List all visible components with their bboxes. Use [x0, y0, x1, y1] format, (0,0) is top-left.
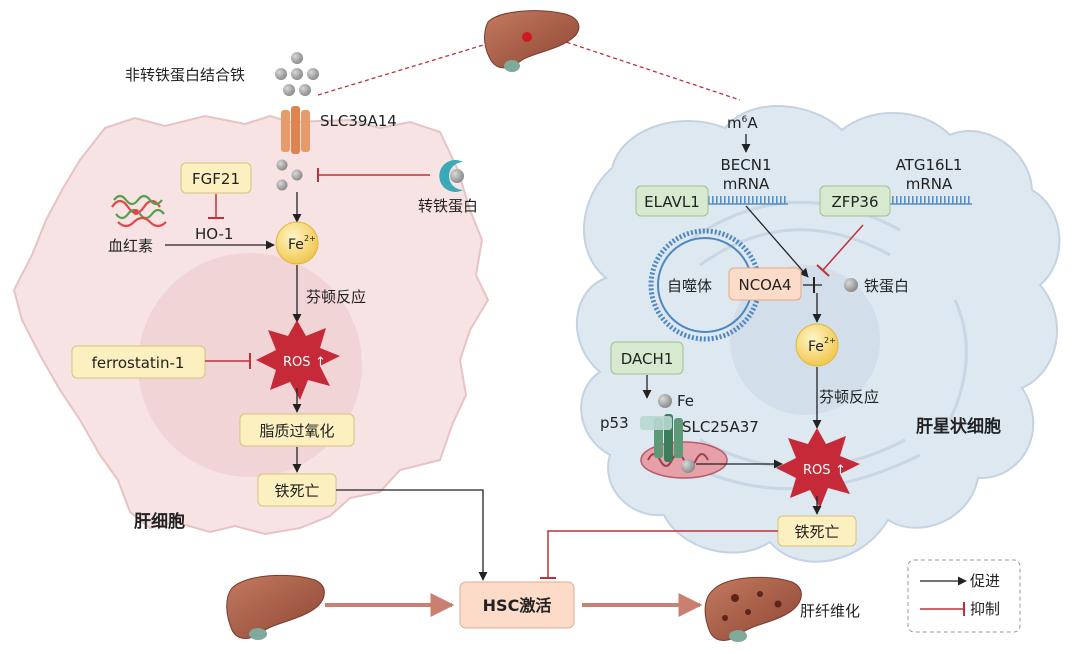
dach1-label: DACH1: [621, 350, 674, 368]
fe-ball-small: [658, 394, 672, 408]
slc39a14-transporter: [281, 106, 310, 154]
ferrostatin-label: ferrostatin-1: [92, 354, 185, 372]
slc25a37-transporter: [640, 414, 683, 462]
fe-small-label: Fe: [677, 392, 694, 410]
hsc-title: 肝星状细胞: [916, 416, 1001, 437]
mitochondrion: [640, 441, 728, 479]
atg16l1-mrna-label: mRNA: [906, 175, 953, 193]
healthy-liver-icon: [226, 574, 325, 640]
ntbi-iron-balls: [275, 52, 319, 96]
fibrosis-label: 肝纤维化: [800, 602, 860, 620]
ros-burst-hepatocyte: ROS ↑: [256, 320, 340, 400]
svg-text:2+: 2+: [304, 234, 316, 243]
dach1-box: DACH1: [610, 341, 684, 375]
ros-burst-hsc: ROS ↑: [776, 428, 860, 508]
svg-text:ROS: ROS: [803, 463, 831, 478]
heme-label: 血红素: [108, 237, 153, 255]
elavl1-label: ELAVL1: [644, 193, 700, 211]
ntbi-label: 非转铁蛋白结合铁: [125, 66, 245, 84]
becn1-mrna-label: mRNA: [723, 175, 770, 193]
fgf21-box: FGF21: [180, 162, 252, 194]
elavl1-box: ELAVL1: [635, 185, 709, 217]
ferroptosis-label-hsc: 铁死亡: [794, 523, 839, 541]
hepatocyte-title: 肝细胞: [134, 511, 185, 532]
legend-promote-label: 促进: [970, 572, 1000, 590]
ferroptosis-box-hsc: 铁死亡: [777, 515, 857, 547]
lipid-peroxidation-box: 脂质过氧化: [239, 413, 355, 447]
promote-hsc-activation: [336, 489, 488, 581]
ferrostatin-box: ferrostatin-1: [71, 345, 206, 379]
ferritin-label: 铁蛋白: [864, 277, 909, 295]
heme-icon: [111, 194, 167, 228]
autophagosome-label: 自噬体: [667, 277, 712, 295]
svg-text:ROS: ROS: [283, 355, 311, 370]
imported-iron-balls: [276, 159, 303, 191]
ncoa4-box: NCOA4: [728, 267, 802, 301]
legend: 促进 抑制: [907, 559, 1021, 633]
becn1-label: BECN1: [720, 156, 771, 174]
fenton-label-hepatocyte: 芬顿反应: [306, 288, 366, 306]
ho1-label: HO-1: [195, 225, 233, 243]
fibrotic-liver-icon: [704, 576, 802, 642]
slc25a37-label: SLC25A37: [682, 418, 759, 436]
zfp36-label: ZFP36: [831, 193, 878, 211]
svg-text:Fe: Fe: [288, 237, 304, 253]
liver-top: [317, 10, 741, 101]
fe2-hepatocyte: Fe 2+: [275, 221, 319, 265]
legend-inhibit-label: 抑制: [970, 600, 1000, 618]
svg-text:↑: ↑: [835, 463, 846, 478]
zfp36-box: ZFP36: [819, 185, 891, 217]
p53-label: p53: [600, 414, 629, 432]
ncoa4-label: NCOA4: [738, 276, 791, 294]
svg-text:2+: 2+: [824, 336, 836, 345]
hsc-activation-box: HSC激活: [459, 581, 575, 629]
m6a-label: m6A: [727, 114, 758, 132]
slc39a14-label: SLC39A14: [320, 112, 397, 130]
fgf21-label: FGF21: [192, 170, 240, 188]
svg-text:↑: ↑: [315, 355, 326, 370]
fe2-hsc: Fe 2+: [795, 323, 839, 367]
svg-text:Fe: Fe: [808, 339, 824, 355]
transferrin-icon: [439, 160, 464, 193]
ferroptosis-box-hepatocyte: 铁死亡: [257, 473, 337, 507]
atg16l1-label: ATG16L1: [896, 156, 963, 174]
ferroptosis-label-hepatocyte: 铁死亡: [274, 482, 319, 500]
inhibit-hsc-activation: [547, 530, 778, 578]
transferrin-label: 转铁蛋白: [418, 197, 478, 215]
ferritin-icon: [831, 270, 858, 300]
becn1-mrna-strand: [708, 196, 788, 204]
fenton-label-hsc: 芬顿反应: [819, 388, 879, 406]
hsc-activation-label: HSC激活: [483, 596, 552, 615]
lipid-peroxidation-label: 脂质过氧化: [259, 422, 334, 440]
atg16l1-mrna-strand: [890, 196, 972, 204]
